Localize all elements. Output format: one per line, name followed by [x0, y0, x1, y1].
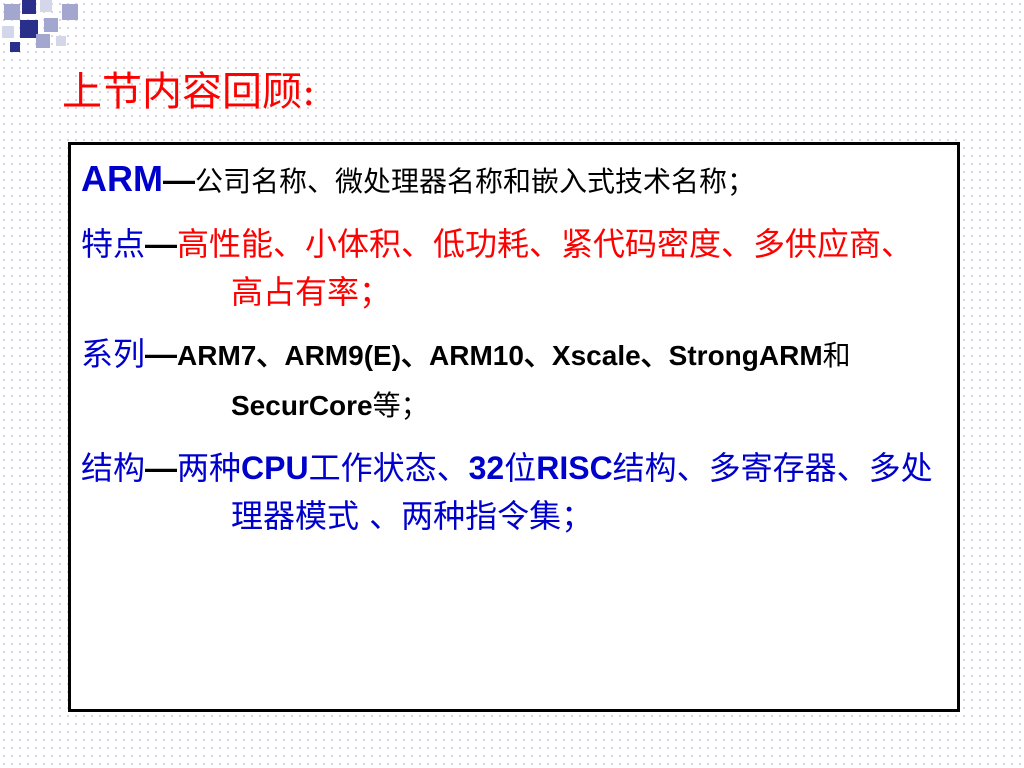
item-text: 高性能、小体积、低功耗、紧代码密度、多供应商、高占有率； — [177, 225, 914, 311]
deco-square — [62, 4, 78, 20]
item-text: 工作状态、 — [308, 449, 469, 487]
item-series: 系列—ARM7、ARM9(E)、ARM10、Xscale、StrongARM和 S… — [81, 330, 943, 430]
item-features: 特点—高性能、小体积、低功耗、紧代码密度、多供应商、高占有率； — [81, 220, 943, 316]
item-text: 两种 — [177, 449, 242, 487]
deco-square — [20, 20, 38, 38]
deco-square — [44, 18, 58, 32]
item-text: SecurCore — [231, 390, 373, 421]
item-dash: — — [145, 226, 178, 262]
item-text: 32 — [468, 450, 505, 486]
item-arm: ARM—公司名称、微处理器名称和嵌入式技术名称； — [81, 155, 943, 206]
item-label: ARM — [81, 158, 163, 199]
deco-square — [10, 42, 20, 52]
item-text: 公司名称、微处理器名称和嵌入式技术名称； — [194, 165, 755, 198]
item-text: RISC — [536, 450, 613, 486]
item-dash: — — [145, 450, 178, 486]
item-text: ARM7、ARM9(E)、ARM10、Xscale、StrongARM — [177, 340, 823, 371]
item-text: 位 — [504, 449, 537, 487]
deco-square — [2, 26, 14, 38]
item-text: 结构、多寄存器、多处理器模式 、两种指令集； — [231, 449, 933, 535]
item-label: 系列 — [81, 335, 146, 373]
item-structure: 结构—两种CPU工作状态、32位RISC结构、多寄存器、多处理器模式 、两种指令… — [81, 444, 943, 540]
deco-square — [40, 0, 52, 12]
item-label: 特点 — [81, 225, 146, 263]
slide-title: 上节内容回顾: — [62, 69, 316, 115]
deco-square — [22, 0, 36, 14]
deco-square — [36, 34, 50, 48]
item-text: 和 — [822, 339, 851, 372]
item-label: 结构 — [81, 449, 146, 487]
deco-square — [4, 4, 20, 20]
deco-square — [56, 36, 66, 46]
item-text: CPU — [241, 450, 309, 486]
item-text: 等； — [372, 389, 429, 422]
item-dash: — — [162, 162, 195, 198]
content-panel: ARM—公司名称、微处理器名称和嵌入式技术名称； 特点—高性能、小体积、低功耗、… — [68, 142, 960, 712]
item-dash: — — [145, 336, 178, 372]
